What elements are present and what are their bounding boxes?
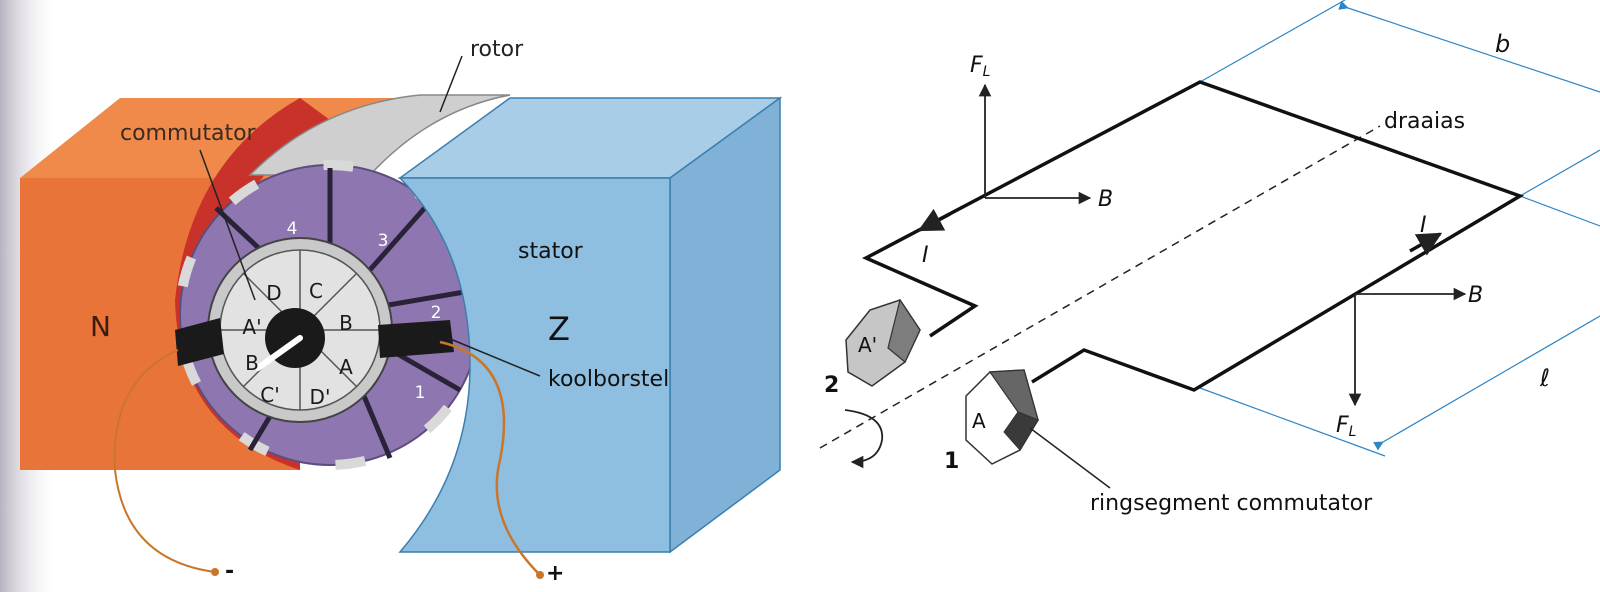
force-label-top: FL bbox=[970, 53, 990, 80]
rotor-leader bbox=[439, 55, 463, 113]
commutator-caption: ringsegment commutator bbox=[1090, 491, 1373, 516]
current-label-top: I bbox=[922, 243, 929, 268]
force-label-bottom: FL bbox=[1336, 413, 1356, 440]
coil-number-2: 2 bbox=[431, 303, 442, 323]
commutator-label: commutator bbox=[120, 121, 257, 146]
wire-plus bbox=[439, 340, 541, 576]
segment-a-prime: A' bbox=[242, 315, 261, 339]
segment-b: B bbox=[339, 311, 353, 335]
plus-terminal-dot bbox=[536, 571, 544, 579]
stator-front bbox=[398, 177, 671, 553]
segment-a: A bbox=[339, 355, 353, 379]
width-symbol: b bbox=[1495, 30, 1510, 58]
coil-number-3: 3 bbox=[378, 231, 389, 251]
segment-c: C bbox=[309, 279, 323, 303]
caption-leader bbox=[1029, 427, 1111, 489]
wire-minus bbox=[113, 349, 216, 573]
number-2-label: 2 bbox=[824, 373, 839, 398]
segment-b-left: B bbox=[245, 351, 259, 375]
rotation-axis bbox=[819, 125, 1381, 449]
brush-label: koolborstel bbox=[548, 367, 669, 392]
minus-label: - bbox=[225, 559, 234, 584]
current-arrow-bottom bbox=[1409, 232, 1443, 256]
coil-number-1: 1 bbox=[415, 383, 426, 403]
stator-label: stator bbox=[518, 239, 584, 264]
minus-terminal-dot bbox=[211, 568, 219, 576]
left-brush bbox=[175, 318, 224, 366]
dimension-lines bbox=[1199, 0, 1600, 457]
brush-leader bbox=[447, 337, 541, 377]
number-1-label: 1 bbox=[944, 449, 959, 474]
length-symbol: ℓ bbox=[1539, 364, 1550, 392]
coil-loop bbox=[861, 80, 1525, 392]
commutator-segment-a bbox=[965, 369, 1039, 465]
axis-label: draaias bbox=[1384, 109, 1465, 134]
rotor-arc bbox=[248, 94, 511, 176]
field-label-top: B bbox=[1098, 187, 1113, 212]
right-brush bbox=[378, 320, 454, 358]
stator-side bbox=[669, 96, 781, 554]
segment-c-prime: C' bbox=[260, 383, 279, 407]
dc-motor: D C B A D' C' B A' 4 3 2 1 bbox=[20, 37, 783, 586]
current-arrow-top bbox=[917, 208, 951, 232]
shaft-highlight bbox=[255, 335, 303, 371]
south-pole-label: Z bbox=[548, 310, 570, 348]
coil-number-4: 4 bbox=[287, 219, 298, 239]
segment-a-prime-label: A' bbox=[858, 333, 877, 357]
commutator-leader bbox=[199, 149, 256, 301]
north-pole-label: N bbox=[90, 310, 111, 343]
rotation-direction-icon bbox=[844, 409, 883, 469]
segment-d: D bbox=[266, 281, 281, 305]
plus-label: + bbox=[546, 561, 564, 586]
commutator-segment-a-prime bbox=[845, 298, 921, 387]
coil-diagram: FL B I I B FL draaias b ℓ A' A 2 1 rings… bbox=[819, 0, 1600, 516]
current-label-bottom: I bbox=[1420, 213, 1427, 238]
rotor-label: rotor bbox=[470, 37, 524, 62]
field-label-bottom: B bbox=[1468, 283, 1483, 308]
segment-a-label: A bbox=[972, 409, 986, 433]
segment-d-prime: D' bbox=[310, 385, 331, 409]
